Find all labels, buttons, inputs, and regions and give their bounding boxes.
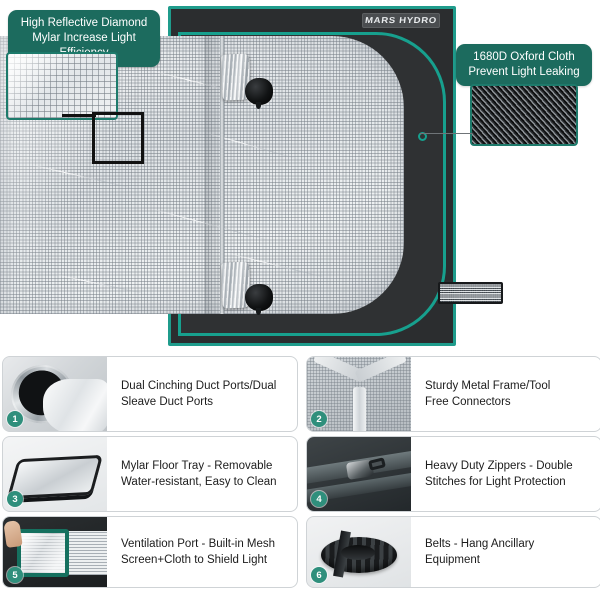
feature-6-line2: Equipment bbox=[425, 554, 480, 566]
feature-thumb-floor-tray: 3 bbox=[3, 437, 107, 511]
feature-badge-1: 1 bbox=[7, 411, 23, 427]
feature-thumb-duct-ports: 1 bbox=[3, 357, 107, 431]
feature-4-line1: Heavy Duty Zippers - Double bbox=[425, 460, 573, 472]
callout-cloth-line2: Prevent Light Leaking bbox=[468, 66, 580, 78]
duct-port-tail-upper bbox=[256, 102, 261, 109]
feature-thumb-zippers: 4 bbox=[307, 437, 411, 511]
duct-port-hole-upper bbox=[245, 78, 273, 105]
feature-2-line1: Sturdy Metal Frame/Tool bbox=[425, 380, 551, 392]
mylar-source-region-box bbox=[92, 112, 144, 164]
oxford-cloth-swatch bbox=[470, 84, 578, 146]
callout-oxford-cloth: 1680D Oxford Cloth Prevent Light Leaking bbox=[456, 44, 592, 86]
feature-text-belts: Belts - Hang Ancillary Equipment bbox=[411, 517, 600, 587]
feature-card-zippers[interactable]: 4 Heavy Duty Zippers - Double Stitches f… bbox=[306, 436, 600, 512]
mesh-vent-panel bbox=[438, 282, 503, 304]
callout-mylar-line1: High Reflective Diamond bbox=[20, 17, 148, 29]
tent-flap-seam bbox=[220, 36, 224, 314]
feature-thumb-metal-frame: 2 bbox=[307, 357, 411, 431]
mylar-zoom-swatch bbox=[6, 52, 118, 120]
callout-cloth-line1: 1680D Oxford Cloth bbox=[473, 51, 575, 63]
hero-section: MARS HYDRO bbox=[0, 6, 592, 346]
feature-3-line1: Mylar Floor Tray - Removable bbox=[121, 460, 273, 472]
feature-card-metal-frame[interactable]: 2 Sturdy Metal Frame/Tool Free Connector… bbox=[306, 356, 600, 432]
feature-badge-2: 2 bbox=[311, 411, 327, 427]
feature-card-duct-ports[interactable]: 1 Dual Cinching Duct Ports/Dual Sleave D… bbox=[2, 356, 298, 432]
feature-1-line1: Dual Cinching Duct Ports/Dual bbox=[121, 380, 277, 392]
feature-text-floor-tray: Mylar Floor Tray - Removable Water-resis… bbox=[107, 437, 297, 511]
duct-port-tail-lower bbox=[256, 308, 261, 315]
feature-thumb-belts: 6 bbox=[307, 517, 411, 587]
feature-badge-5: 5 bbox=[7, 567, 23, 583]
feature-card-belts[interactable]: 6 Belts - Hang Ancillary Equipment bbox=[306, 516, 600, 588]
feature-text-zippers: Heavy Duty Zippers - Double Stitches for… bbox=[411, 437, 600, 511]
grow-tent-product-image: MARS HYDRO bbox=[0, 6, 503, 346]
feature-5-line2: Screen+Cloth to Shield Light bbox=[121, 554, 268, 566]
duct-port-hole-lower bbox=[245, 284, 273, 311]
feature-card-floor-tray[interactable]: 3 Mylar Floor Tray - Removable Water-res… bbox=[2, 436, 298, 512]
feature-text-ventilation-port: Ventilation Port - Built-in Mesh Screen+… bbox=[107, 517, 297, 587]
feature-thumb-ventilation-port: 5 bbox=[3, 517, 107, 587]
feature-2-line2: Free Connectors bbox=[425, 396, 511, 408]
feature-text-metal-frame: Sturdy Metal Frame/Tool Free Connectors bbox=[411, 357, 600, 431]
feature-3-line2: Water-resistant, Easy to Clean bbox=[121, 476, 277, 488]
tent-flap-shadow bbox=[204, 36, 222, 314]
feature-4-line2: Stitches for Light Protection bbox=[425, 476, 566, 488]
feature-6-line1: Belts - Hang Ancillary bbox=[425, 538, 535, 550]
feature-5-line1: Ventilation Port - Built-in Mesh bbox=[121, 538, 276, 550]
mylar-swatch-connector bbox=[62, 114, 96, 117]
feature-card-grid: 1 Dual Cinching Duct Ports/Dual Sleave D… bbox=[0, 356, 600, 592]
feature-card-ventilation-port[interactable]: 5 Ventilation Port - Built-in Mesh Scree… bbox=[2, 516, 298, 588]
brand-logo-text: MARS HYDRO bbox=[364, 15, 438, 25]
feature-badge-4: 4 bbox=[311, 491, 327, 507]
feature-badge-6: 6 bbox=[311, 567, 327, 583]
feature-badge-3: 3 bbox=[7, 491, 23, 507]
mars-hydro-logo: MARS HYDRO bbox=[361, 13, 440, 28]
feature-1-line2: Sleave Duct Ports bbox=[121, 396, 214, 408]
feature-text-duct-ports: Dual Cinching Duct Ports/Dual Sleave Duc… bbox=[107, 357, 297, 431]
cloth-swatch-connector bbox=[420, 133, 472, 134]
